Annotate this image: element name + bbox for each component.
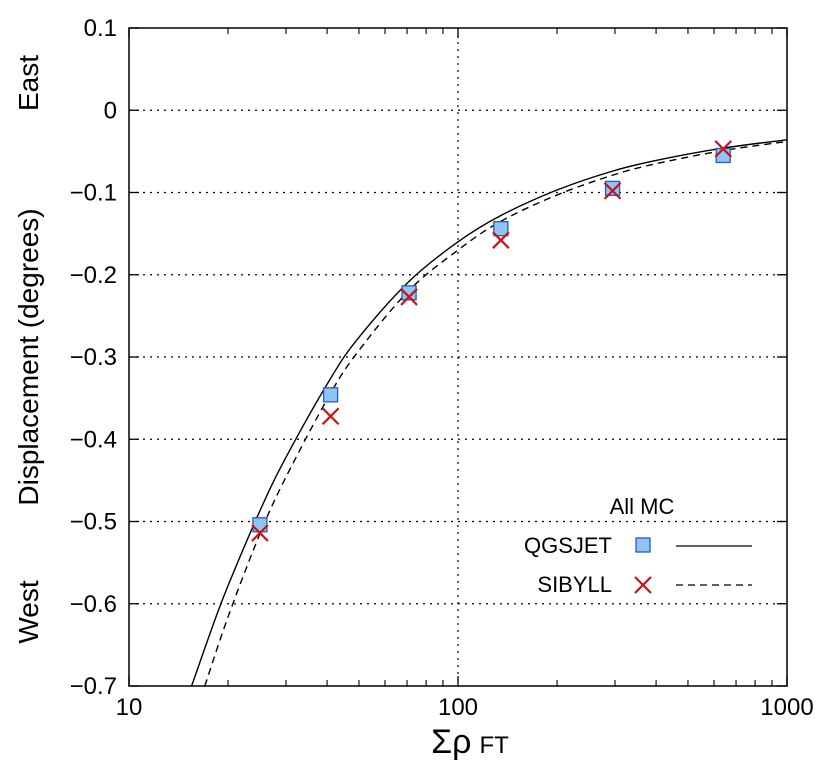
side-label-west: West (13, 580, 44, 643)
qgsjet-point (604, 180, 621, 197)
legend-label-qgsjet: QGSJET (524, 533, 612, 558)
x-axis-subscript: FT (480, 732, 510, 759)
legend-label-sibyll: SIBYLL (537, 572, 612, 597)
data-points (251, 140, 733, 542)
sibyll-point (714, 140, 733, 158)
side-label-east: East (13, 55, 44, 111)
x-tick-label: 10 (116, 694, 143, 721)
sibyll-point (492, 231, 510, 249)
sibyll-point (400, 288, 418, 306)
x-tick-label: 1000 (760, 694, 813, 721)
qgsjet-point (401, 285, 417, 301)
legend-marker-sibyll (634, 576, 652, 594)
y-tick-label: −0.1 (70, 180, 117, 207)
legend-marker-qgsjet (635, 537, 651, 553)
y-tick-label: −0.7 (70, 673, 117, 700)
sibyll-point (321, 407, 340, 425)
qgsjet-point (715, 147, 731, 164)
legend: All MC QGSJET SIBYLL (524, 494, 752, 597)
y-tick-label: −0.5 (70, 509, 117, 536)
y-axis-title: Displacement (degrees) (13, 208, 44, 505)
grid (129, 28, 787, 686)
y-tick-label: −0.2 (70, 262, 117, 289)
sibyll-point (251, 524, 269, 542)
legend-title: All MC (610, 494, 675, 519)
x-tick-label: 100 (438, 694, 478, 721)
qgsjet-point (493, 221, 509, 237)
y-tick-label: −0.6 (70, 591, 117, 618)
x-axis-title: Σρ FT (431, 723, 509, 761)
sibyll-point (603, 182, 622, 200)
qgsjet-point (322, 387, 339, 403)
tick-labels: 0.1 0 −0.1 −0.2 −0.3 −0.4 −0.5 −0.6 −0.710 100 100… (70, 15, 814, 721)
qgsjet-point (252, 517, 268, 533)
y-tick-label: 0 (104, 97, 117, 124)
y-tick-label: −0.4 (70, 426, 117, 453)
x-axis-symbol: Σρ (431, 723, 471, 761)
y-tick-label: −0.3 (70, 344, 117, 371)
axis-ticks (128, 27, 788, 687)
y-tick-label: 0.1 (84, 15, 117, 42)
